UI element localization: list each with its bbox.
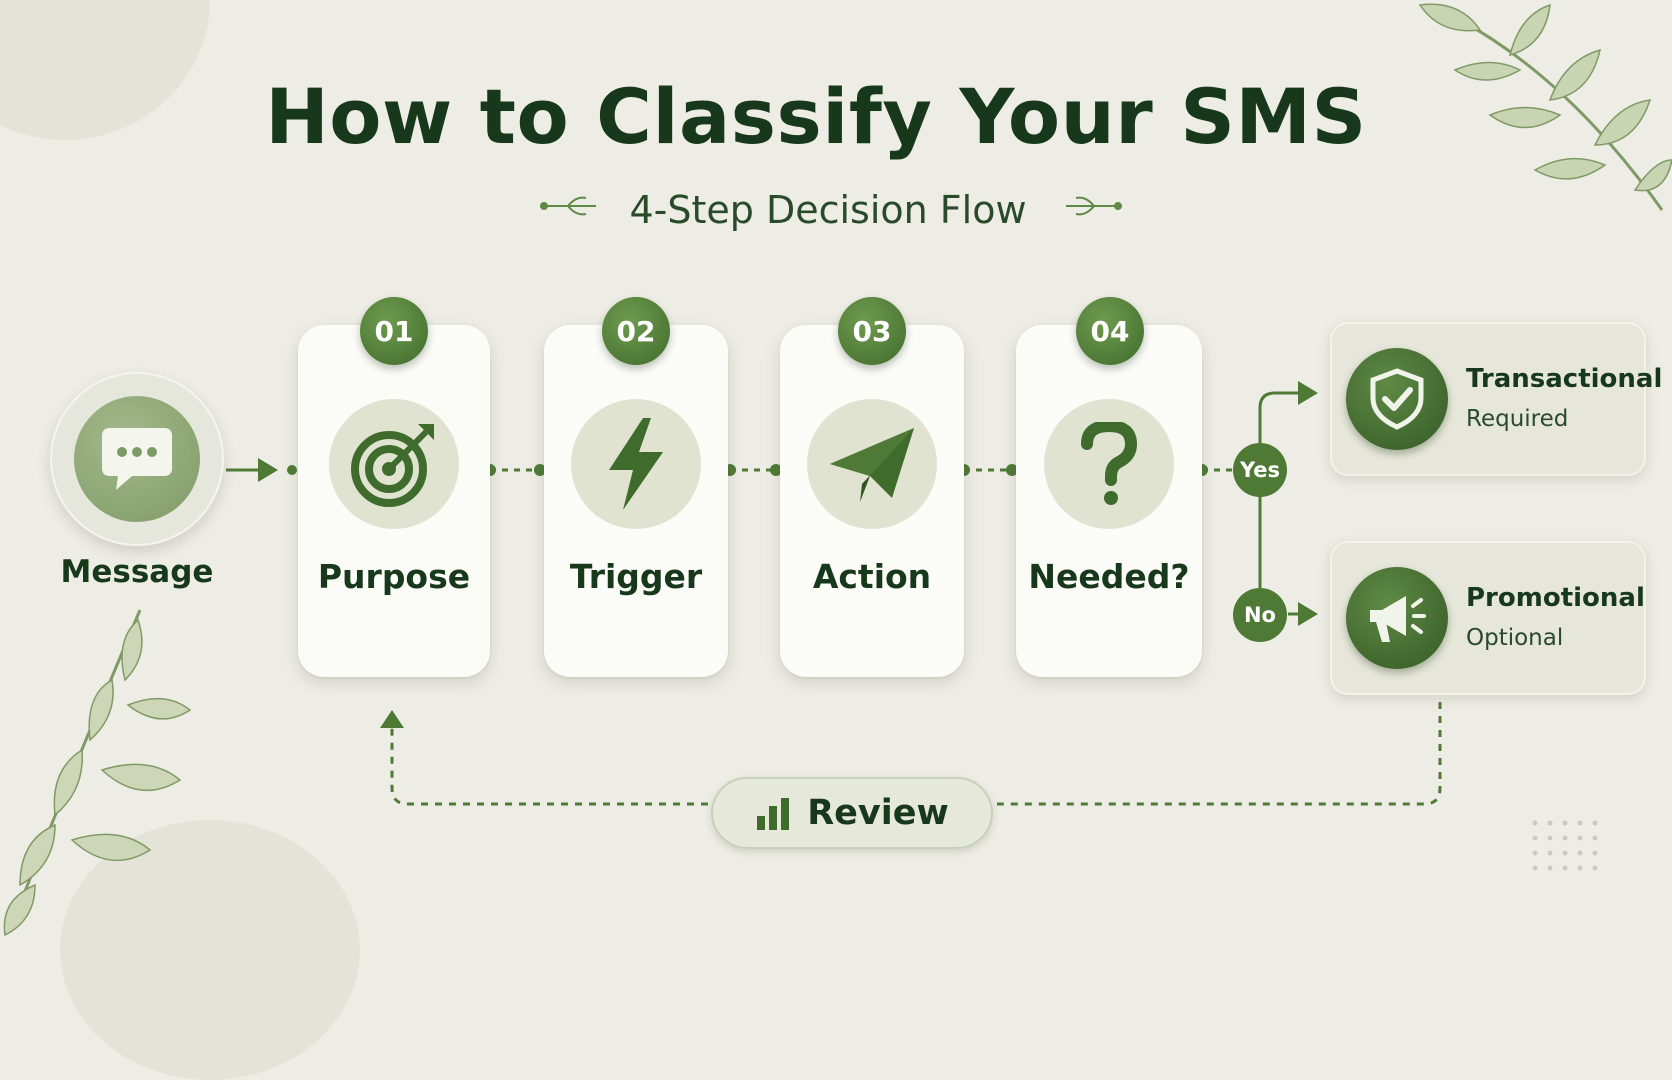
step-icon-circle [807,399,937,529]
step-number-badge: 03 [838,297,906,365]
step-card-trigger[interactable]: Trigger [544,325,728,677]
step-number-badge: 02 [602,297,670,365]
target-icon [351,424,434,507]
step-label: Action [812,557,932,596]
decision-yes: Yes [1233,443,1287,497]
shield-check-icon [1370,368,1424,430]
outcome-title: Transactional [1466,364,1663,394]
megaphone-icon [1370,596,1426,642]
step-card-action[interactable]: Action [780,325,964,677]
bar-chart-icon [757,798,790,830]
question-icon [1081,422,1138,505]
review-loop-right [997,702,1442,806]
dot-grid-decoration [1532,820,1598,871]
outcome-subtitle: Optional [1466,625,1564,651]
outcome-icon-circle [1346,567,1448,669]
sprig-left-icon [540,196,596,216]
review-button[interactable]: Review [711,777,993,849]
outcome-icon-circle [1346,348,1448,450]
step-icon-circle [329,399,459,529]
review-loop-left [390,726,708,806]
leaves-top-right-decoration [1418,3,1672,211]
step-label: Purpose [317,557,471,596]
message-label: Message [60,554,214,590]
chat-bubble-icon [102,428,172,490]
subtitle-row: 4-Step Decision Flow [0,180,1672,232]
lightning-icon [609,418,663,510]
branch-line [1258,391,1302,612]
step-number-badge: 04 [1076,297,1144,365]
decision-no: No [1233,588,1287,642]
step-label: Trigger [569,557,703,596]
outcome-subtitle: Required [1466,406,1569,432]
step-card-needed[interactable]: Needed? [1016,325,1202,677]
step-card-purpose[interactable]: Purpose [298,325,490,677]
review-label: Review [807,793,949,833]
sprig-right-icon [1066,196,1122,216]
page-title: How to Classify Your SMS [265,72,1367,161]
outcome-card-transactional[interactable]: Transactional Required [1330,322,1662,476]
paper-plane-icon [830,428,914,502]
step-number-badge: 01 [360,297,428,365]
leaves-bottom-left-decoration [3,609,192,937]
outcome-card-promotional[interactable]: Promotional Optional [1330,541,1646,695]
message-icon-circle [74,396,200,522]
page-subtitle: 4-Step Decision Flow [629,188,1027,232]
outcome-title: Promotional [1466,583,1645,613]
step-label: Needed? [1028,557,1190,596]
step-icon-circle [1044,399,1174,529]
step-icon-circle [571,399,701,529]
